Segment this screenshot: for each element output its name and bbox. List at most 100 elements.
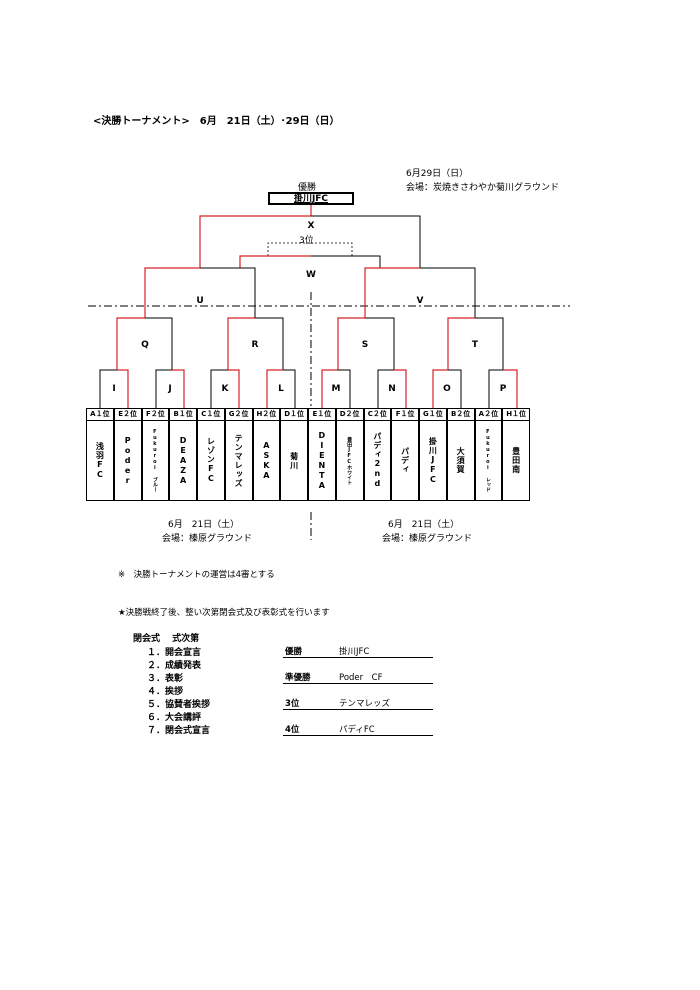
w-right [311, 255, 381, 268]
result-place: 3位 [285, 699, 300, 709]
seed-cell: C２位 [363, 408, 392, 421]
match-label-s: S [361, 340, 369, 350]
w-left [239, 255, 311, 268]
match-label-w: W [306, 270, 316, 280]
team-name: 豊田南 [511, 447, 521, 474]
seed-cell: A１位 [86, 408, 114, 421]
team-name: テンマレッズ [234, 433, 244, 488]
day1-right-date: 6月 21日（土） [388, 520, 460, 530]
team-cell: ASKA [252, 421, 281, 501]
match-label-k: K [221, 384, 229, 394]
result-team: Poder CF [339, 673, 383, 683]
u-left [144, 267, 200, 318]
champion-box: 掛川JFC [268, 192, 354, 205]
seed-cell: D２位 [335, 408, 364, 421]
ceremony-item: １．開会宣言 [147, 648, 202, 658]
champion-label: 優勝 [298, 183, 317, 193]
seed-cell: F２位 [141, 408, 170, 421]
r-left [227, 317, 255, 370]
ceremony-heading: 閉会式 式次第 [133, 634, 200, 644]
r-right [255, 317, 284, 370]
seed-cell: E２位 [113, 408, 142, 421]
n-right [394, 369, 407, 408]
match-label-l: L [278, 384, 284, 394]
team-name: Fukuroi ブルー [151, 429, 158, 492]
match-label-v: V [416, 296, 424, 306]
team-name: 豊田JFCホワイト [346, 436, 353, 485]
seed-cell: B２位 [446, 408, 475, 421]
page-title: <決勝トーナメント> 6月 21日（土）･29日（日） [93, 116, 340, 127]
team-name: レゾンFC [206, 437, 216, 484]
seed-cell: C１位 [197, 408, 225, 421]
q-left [116, 317, 145, 370]
seed-cell: E１位 [308, 408, 336, 421]
team-name: 菊川 [289, 451, 299, 470]
o-left [432, 369, 448, 408]
t-left [447, 317, 475, 370]
v-left [364, 267, 420, 318]
team-cell: パディ2nd [363, 421, 392, 501]
team-name: DEAZA [178, 435, 188, 486]
team-name: Fukuroi レッド [484, 429, 491, 492]
result-place: 4位 [285, 725, 300, 735]
ceremony-item: ３．表彰 [147, 674, 184, 684]
k-right [228, 369, 240, 408]
team-name: ASKA [261, 440, 271, 481]
ceremony-note: ★決勝戦終了後、整い次第閉会式及び表彰式を行います [118, 608, 330, 618]
v-right [420, 267, 476, 318]
team-name: DIENTA [317, 430, 327, 491]
seed-cell: H１位 [502, 408, 530, 421]
m-right [338, 369, 351, 408]
m-left [321, 369, 338, 408]
team-row: 浅羽FC Poder Fukuroi ブルー DEAZA レゾンFC テンマレッ… [86, 421, 530, 501]
final-right [311, 215, 421, 268]
i-left [99, 369, 117, 408]
team-cell: 大須賀 [446, 421, 475, 501]
match-label-o: O [443, 384, 451, 394]
seed-cell: B１位 [169, 408, 197, 421]
seed-row: A１位 E２位 F２位 B１位 C１位 G２位 H２位 D１位 E１位 D２位 … [86, 408, 530, 421]
match-label-p: P [499, 384, 507, 394]
final-venue: 会場：炭焼きさわやか菊川グラウンド [406, 183, 560, 193]
day1-right-venue: 会場：榛原グラウンド [382, 534, 473, 544]
result-place: 準優勝 [285, 673, 311, 683]
n-left [377, 369, 394, 408]
referee-note: ※ 決勝トーナメントの運営は4審とする [118, 570, 275, 580]
day1-left-date: 6月 21日（土） [168, 520, 240, 530]
result-team: パディFC [339, 725, 375, 735]
l-right [283, 369, 296, 408]
team-name: 大須賀 [456, 447, 466, 474]
result-line: 4位 パディFC [283, 723, 433, 736]
team-cell: 豊田南 [502, 421, 530, 501]
team-cell: 掛川JFC [419, 421, 447, 501]
team-cell: 菊川 [280, 421, 308, 501]
result-place: 優勝 [285, 647, 303, 657]
team-cell: 豊田JFCホワイト [335, 421, 364, 501]
match-label-x: X [307, 221, 315, 231]
match-label-i: I [112, 384, 116, 394]
seed-cell: F１位 [391, 408, 419, 421]
team-cell: Poder [113, 421, 142, 501]
ceremony-item: ７．閉会式宣言 [147, 726, 211, 736]
match-label-q: Q [141, 340, 149, 350]
i-right [117, 369, 129, 408]
k-left [210, 369, 228, 408]
q-right [145, 317, 173, 370]
match-label-n: N [388, 384, 396, 394]
u-right [200, 267, 256, 318]
seed-cell: G２位 [224, 408, 253, 421]
team-cell: Fukuroi レッド [474, 421, 503, 501]
j-left [155, 369, 172, 408]
team-cell: Fukuroi ブルー [141, 421, 170, 501]
team-name: パディ2nd [372, 432, 382, 489]
third-place-label: 3位 [299, 236, 314, 246]
team-cell: DIENTA [308, 421, 336, 501]
result-line: 優勝 掛川JFC [283, 645, 433, 658]
s-left [337, 317, 365, 370]
day1-left-venue: 会場：榛原グラウンド [162, 534, 253, 544]
match-label-u: U [196, 296, 204, 306]
p-right [503, 369, 518, 408]
result-line: 3位 テンマレッズ [283, 697, 433, 710]
seed-cell: D１位 [280, 408, 308, 421]
